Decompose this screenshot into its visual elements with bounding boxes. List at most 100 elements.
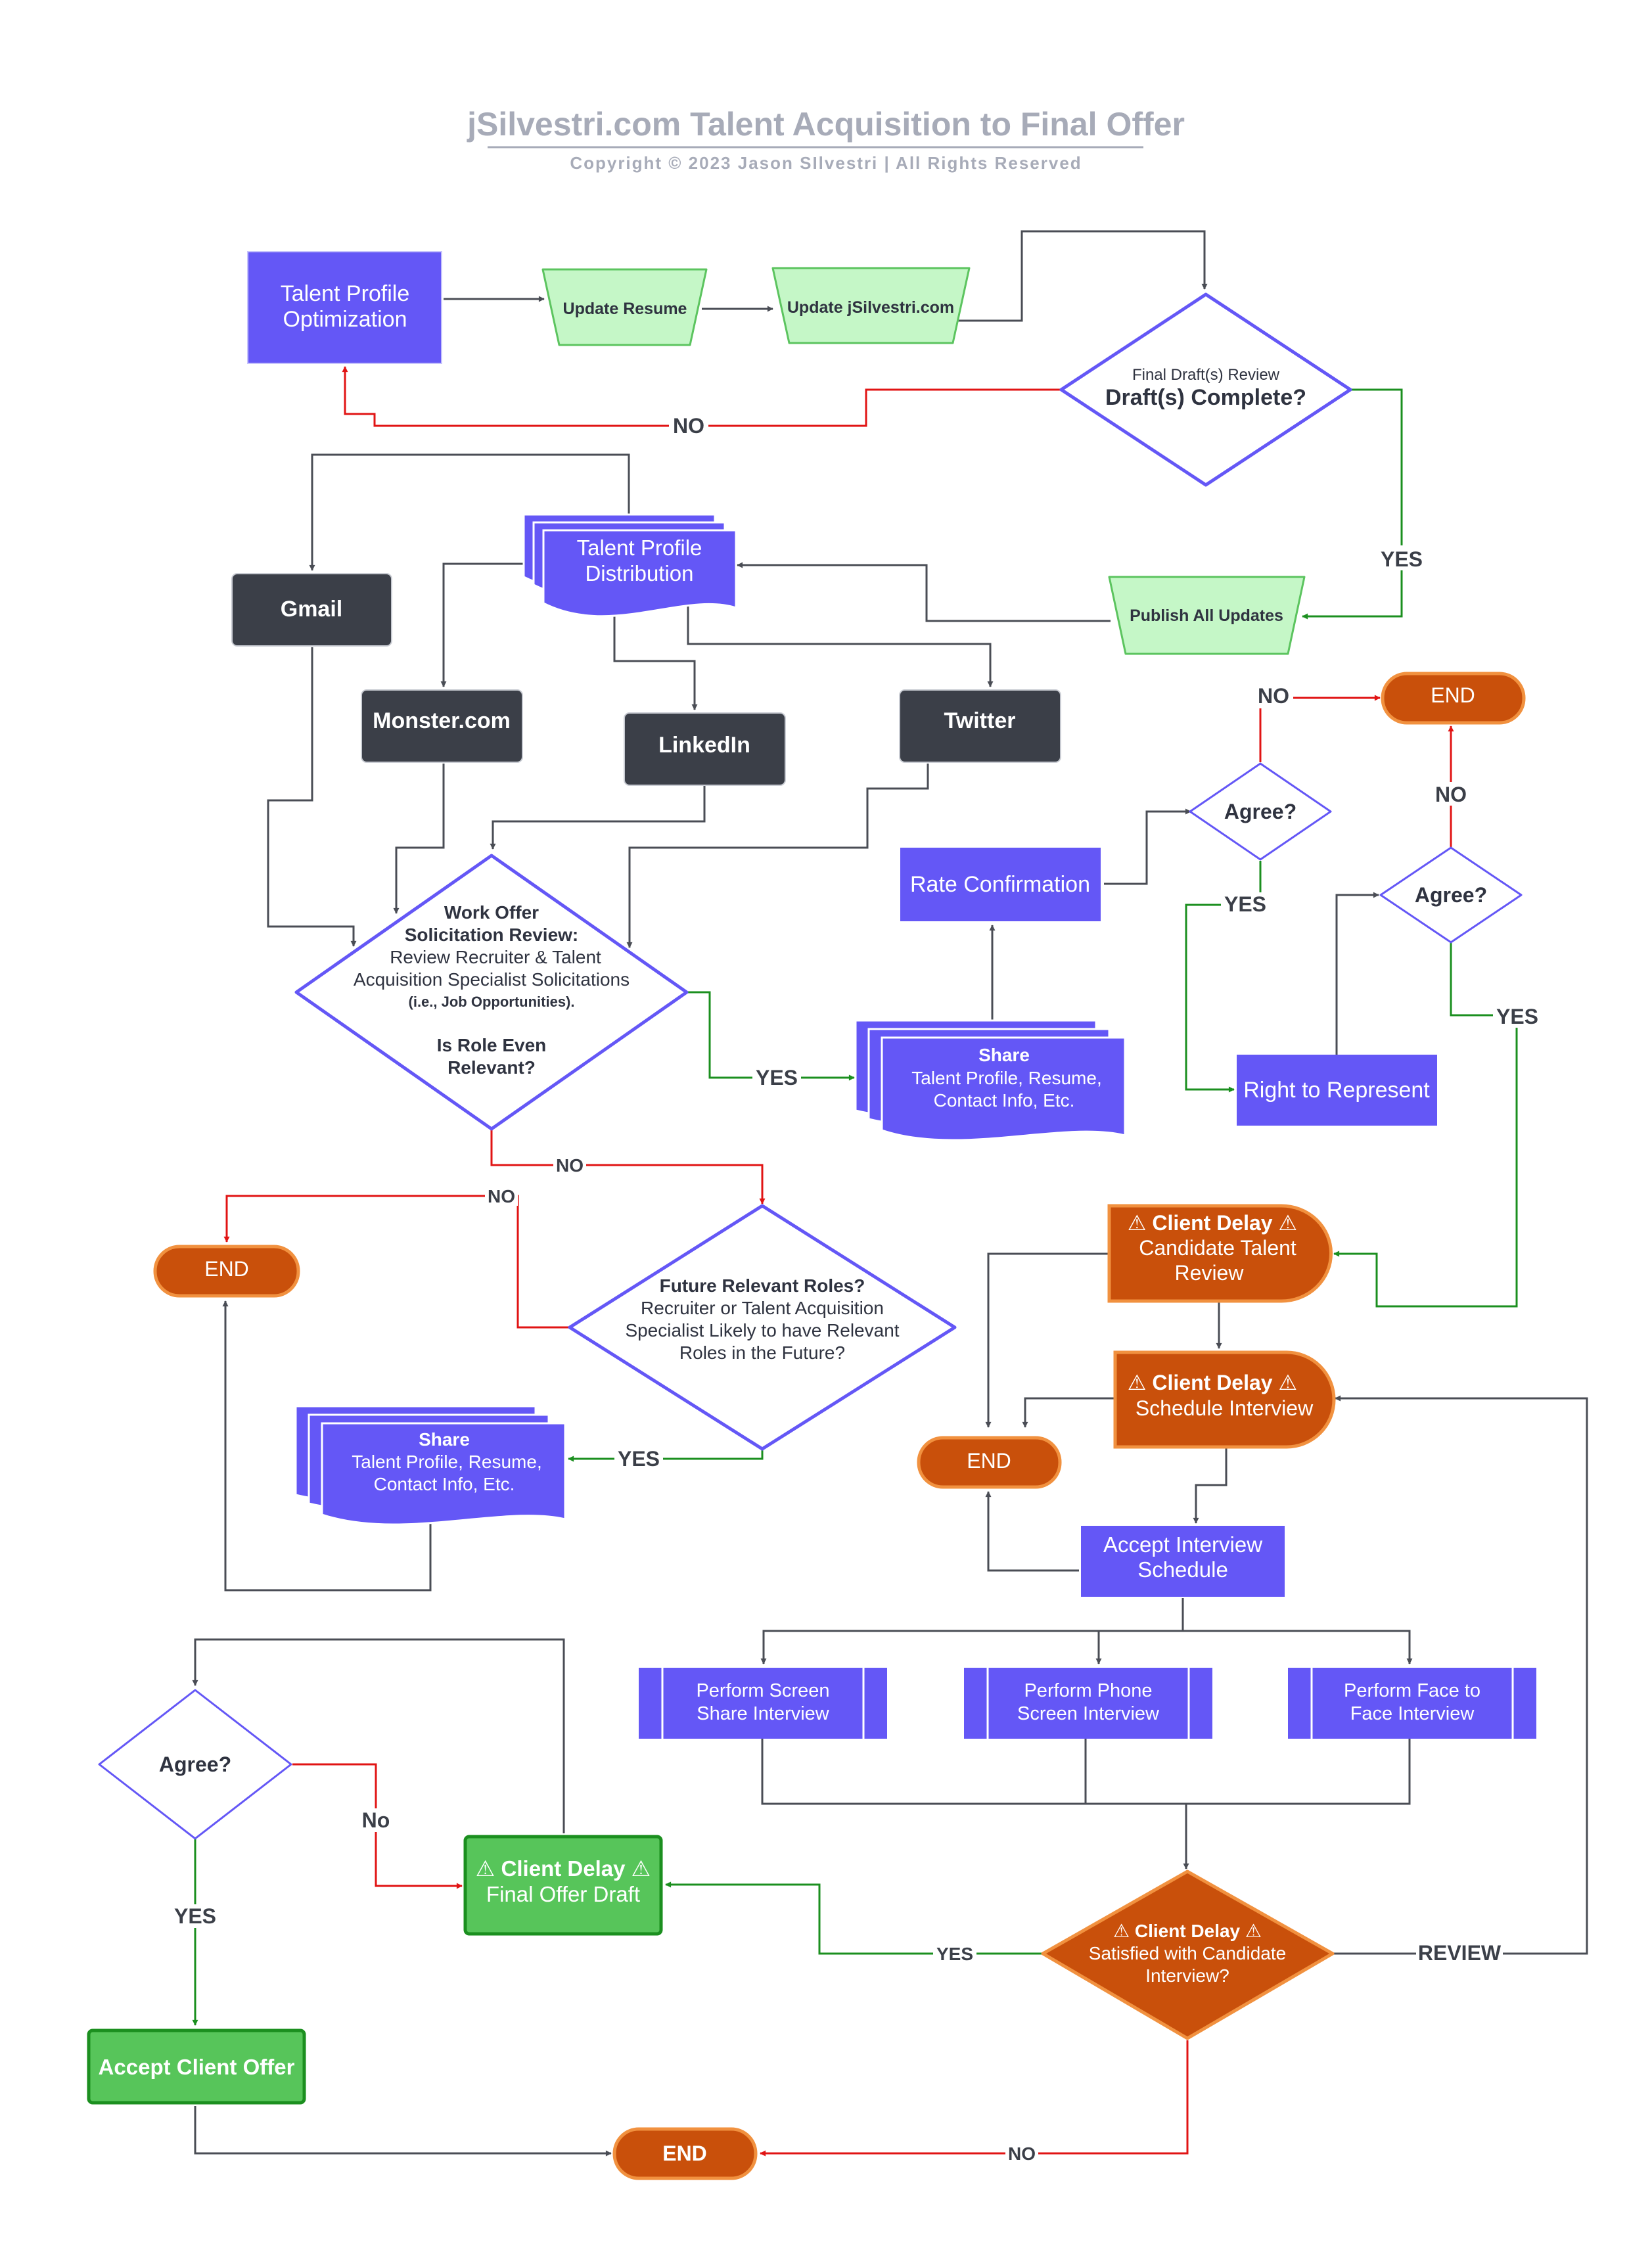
connector-draft-yes xyxy=(1302,388,1403,620)
phone-screen-line-1: Perform Phone xyxy=(1024,1680,1152,1701)
monster-box: Monster.com xyxy=(361,689,523,763)
connector-labels-small: NO NO NO YES xyxy=(485,1155,1038,2164)
connector-work-no xyxy=(490,1129,766,1204)
accept-client-offer-box: Accept Client Offer xyxy=(87,2028,306,2105)
schedule-line-1: ⚠ Client Delay ⚠ xyxy=(1128,1371,1297,1394)
connector-accept-to-screen-share xyxy=(760,1598,1184,1664)
face-to-face-interview-box: Perform Face to Face Interview xyxy=(1288,1668,1536,1739)
agree-decision-1: Agree? xyxy=(1189,762,1332,861)
connector-publish-to-distribution xyxy=(737,562,1111,622)
connector-gmail-to-review xyxy=(267,647,357,947)
face-to-face-line-2: Face Interview xyxy=(1350,1703,1475,1724)
label-agree3-no: No xyxy=(362,1808,390,1832)
rate-confirmation-label: Rate Confirmation xyxy=(910,872,1090,897)
future-roles-line-2: Recruiter or Talent Acquisition xyxy=(641,1298,884,1318)
distribution-line-2: Distribution xyxy=(585,561,693,585)
connector-work-yes xyxy=(687,991,855,1081)
agree-2-label: Agree? xyxy=(1415,883,1487,907)
connector-labels-large: YES No YES REVIEW xyxy=(171,1447,1503,1965)
connector-website-to-review xyxy=(958,230,1208,322)
label-draft-no: NO xyxy=(673,414,704,438)
agree-3-label: Agree? xyxy=(159,1753,231,1776)
update-resume-shape: Update Resume xyxy=(541,268,708,346)
connector-accept-to-end xyxy=(985,1491,1079,1572)
label-agree3-yes: YES xyxy=(174,1904,216,1928)
label-draft-yes: YES xyxy=(1381,547,1423,571)
connector-rate-to-agree1 xyxy=(1104,808,1191,885)
agree-decision-2: Agree? xyxy=(1379,846,1523,944)
share-left-line-2: Talent Profile, Resume, xyxy=(352,1452,541,1472)
connector-distribution-to-gmail xyxy=(309,453,630,571)
end-top-label: END xyxy=(1431,683,1475,707)
label-agree2-no: NO xyxy=(1435,783,1467,806)
connector-twitter-to-review xyxy=(626,764,929,948)
draft-review-decision: Final Draft(s) Review Draft(s) Complete? xyxy=(1059,292,1352,487)
gmail-box: Gmail xyxy=(231,573,392,647)
satisfied-line-3: Interview? xyxy=(1145,1965,1229,1986)
label-work-yes: YES xyxy=(756,1066,798,1089)
work-offer-line-6: Is Role Even xyxy=(437,1035,547,1055)
page-title: jSilvestri.com Talent Acquisition to Fin… xyxy=(467,106,1185,143)
future-roles-decision: Future Relevant Roles? Recruiter or Tale… xyxy=(568,1204,957,1451)
candidate-review-line-2: Candidate Talent xyxy=(1139,1236,1296,1260)
client-delay-candidate-review-shape: ⚠ Client Delay ⚠ Candidate Talent Review xyxy=(1107,1204,1333,1303)
phone-screen-line-2: Screen Interview xyxy=(1017,1703,1160,1724)
satisfied-line-1: ⚠ Client Delay ⚠ xyxy=(1113,1921,1262,1941)
connector-agree2-yes xyxy=(1333,943,1518,1308)
end-terminal-bottom: END xyxy=(612,2127,758,2180)
connector-candidate-review-to-end xyxy=(985,1252,1109,1428)
update-website-label: Update jSilvestri.com xyxy=(787,298,954,317)
work-offer-line-5: (i.e., Job Opportunities). xyxy=(409,994,575,1010)
gmail-label: Gmail xyxy=(281,597,342,622)
work-offer-line-4: Acquisition Specialist Solicitations xyxy=(354,969,630,990)
future-roles-line-3: Specialist Likely to have Relevant xyxy=(625,1320,899,1341)
client-delay-schedule-shape: ⚠ Client Delay ⚠ Schedule Interview xyxy=(1113,1350,1336,1449)
end-terminal-left: END xyxy=(153,1245,300,1298)
rate-confirmation-box: Rate Confirmation xyxy=(900,848,1101,921)
connector-final-offer-to-agree3 xyxy=(192,1638,565,1833)
connector-monster-to-review xyxy=(393,764,445,914)
connector-schedule-to-accept xyxy=(1193,1447,1228,1524)
label-future-yes: YES xyxy=(618,1447,660,1471)
satisfied-line-2: Satisfied with Candidate xyxy=(1089,1943,1286,1963)
talent-profile-distribution-shape: Talent Profile Distribution xyxy=(522,513,737,618)
connector-linkedin-to-review xyxy=(490,786,706,850)
future-roles-line-1: Future Relevant Roles? xyxy=(660,1275,865,1296)
connector-interviews-to-satisfied xyxy=(761,1738,1411,1869)
share-profile-left-shape: Share Talent Profile, Resume, Contact In… xyxy=(294,1405,566,1526)
connector-distribution-to-linkedin xyxy=(613,598,698,710)
connector-schedule-to-end xyxy=(1022,1397,1115,1428)
copyright-text: Copyright © 2023 Jason SIlvestri | All R… xyxy=(570,153,1082,173)
update-resume-label: Update Resume xyxy=(563,300,687,318)
accept-client-offer-label: Accept Client Offer xyxy=(99,2055,295,2079)
publish-updates-label: Publish All Updates xyxy=(1130,607,1283,625)
connector-accept-offer-to-end xyxy=(194,2106,612,2157)
connector-accept-to-phone-screen xyxy=(1095,1630,1183,1664)
talent-profile-optimization-box: Talent Profile Optimization xyxy=(247,251,442,364)
accept-interview-schedule-box: Accept Interview Schedule xyxy=(1081,1526,1285,1597)
label-agree2-yes: YES xyxy=(1496,1005,1538,1028)
optimization-line-1: Talent Profile xyxy=(281,281,410,306)
connector-distribution-to-monster xyxy=(440,562,527,687)
end-left-label: END xyxy=(204,1257,249,1281)
draft-review-main-label: Draft(s) Complete? xyxy=(1105,385,1306,410)
agree-1-label: Agree? xyxy=(1224,800,1296,823)
label-work-no: NO xyxy=(556,1155,584,1176)
connector-accept-to-face-to-face xyxy=(1183,1630,1413,1664)
work-offer-line-1: Work Offer xyxy=(444,902,539,923)
phone-screen-interview-box: Perform Phone Screen Interview xyxy=(964,1668,1212,1739)
candidate-review-line-3: Review xyxy=(1175,1261,1245,1285)
share-left-line-3: Contact Info, Etc. xyxy=(374,1474,515,1494)
label-satisfied-no: NO xyxy=(1008,2143,1036,2164)
label-satisfied-yes: YES xyxy=(936,1944,973,1964)
final-offer-line-1: ⚠ Client Delay ⚠ xyxy=(476,1856,651,1881)
publish-updates-shape: Publish All Updates xyxy=(1108,576,1306,655)
connector-satisfied-yes xyxy=(665,1881,1043,1955)
client-delay-satisfied-decision: ⚠ Client Delay ⚠ Satisfied with Candidat… xyxy=(1041,1869,1335,2040)
work-offer-review-decision: Work Offer Solicitation Review: Review R… xyxy=(294,854,689,1131)
connector-satisfied-no xyxy=(760,2040,1189,2157)
share-top-line-2: Talent Profile, Resume, xyxy=(911,1068,1101,1088)
share-left-line-1: Share xyxy=(419,1429,470,1450)
twitter-label: Twitter xyxy=(944,708,1016,733)
share-profile-top-shape: Share Talent Profile, Resume, Contact In… xyxy=(854,1019,1126,1141)
